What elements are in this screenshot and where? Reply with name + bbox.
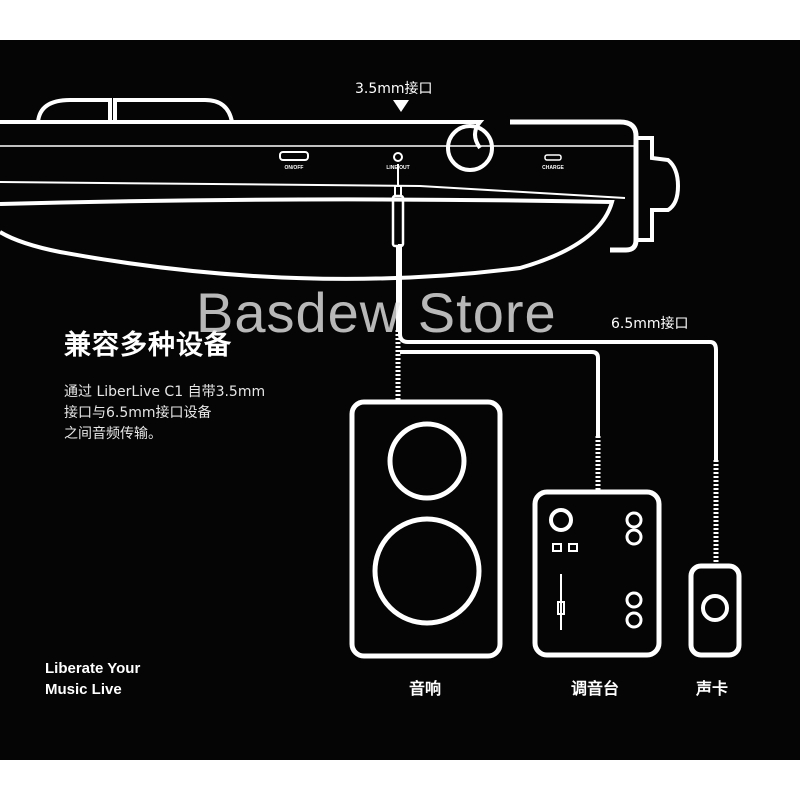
description: 通过 LiberLive C1 自带3.5mm 接口与6.5mm接口设备 之间音… — [64, 382, 314, 445]
connection-diagram: ON/OFF LINE OUT CHARGE — [0, 98, 742, 659]
charge-port: CHARGE — [542, 154, 564, 171]
tagline-line: Liberate Your — [45, 660, 141, 677]
description-line: 通过 LiberLive C1 自带3.5mm — [64, 384, 266, 400]
description-line: 接口与6.5mm接口设备 — [64, 405, 212, 421]
sound-card-label: 声卡 — [696, 679, 729, 698]
headline: 兼容多种设备 — [64, 330, 232, 361]
on-off-port: ON/OFF — [279, 151, 309, 171]
on-off-label: ON/OFF — [285, 165, 304, 171]
speaker-icon — [349, 399, 503, 659]
cables — [396, 244, 718, 460]
speaker-label: 音响 — [409, 679, 442, 698]
jack-65-label: 6.5mm接口 — [611, 316, 689, 332]
cable-sleeves — [395, 330, 719, 564]
jack-35-label: 3.5mm接口 — [355, 81, 433, 97]
plug-35-icon — [391, 164, 405, 248]
dark-panel: ON/OFF LINE OUT CHARGE — [0, 40, 800, 760]
pointer-triangle-icon — [393, 100, 409, 112]
sound-card-icon — [688, 563, 742, 658]
charge-label: CHARGE — [542, 165, 564, 171]
tagline: Liberate Your Music Live — [45, 658, 245, 700]
mixer-label: 调音台 — [571, 679, 620, 698]
tagline-line: Music Live — [45, 681, 122, 698]
instrument-outline — [0, 98, 681, 281]
description-line: 之间音频传输。 — [64, 426, 162, 442]
store-watermark: Basdew Store — [196, 281, 557, 344]
mixer-icon — [532, 489, 662, 658]
